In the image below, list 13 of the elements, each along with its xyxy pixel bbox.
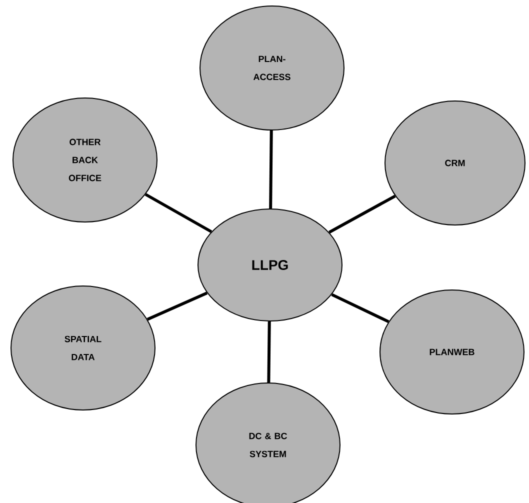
ellipse-node: OTHER BACK OFFICE [12,98,158,222]
ellipse-node: SPATIAL DATA [10,286,156,410]
ellipse-node: CRM [384,100,526,226]
connector-line [269,130,273,209]
ellipse-node: LLPG [198,208,342,322]
ellipse-node: DC & BC SYSTEM [196,382,340,503]
ellipse-node: PLANWEB [380,290,524,414]
connector-line [146,292,208,321]
connector-line [144,193,212,234]
connector-line [331,293,390,324]
connector-line [328,194,396,234]
connector-line [267,321,271,383]
ellipse-node: PLAN-ACCESS [200,6,344,130]
